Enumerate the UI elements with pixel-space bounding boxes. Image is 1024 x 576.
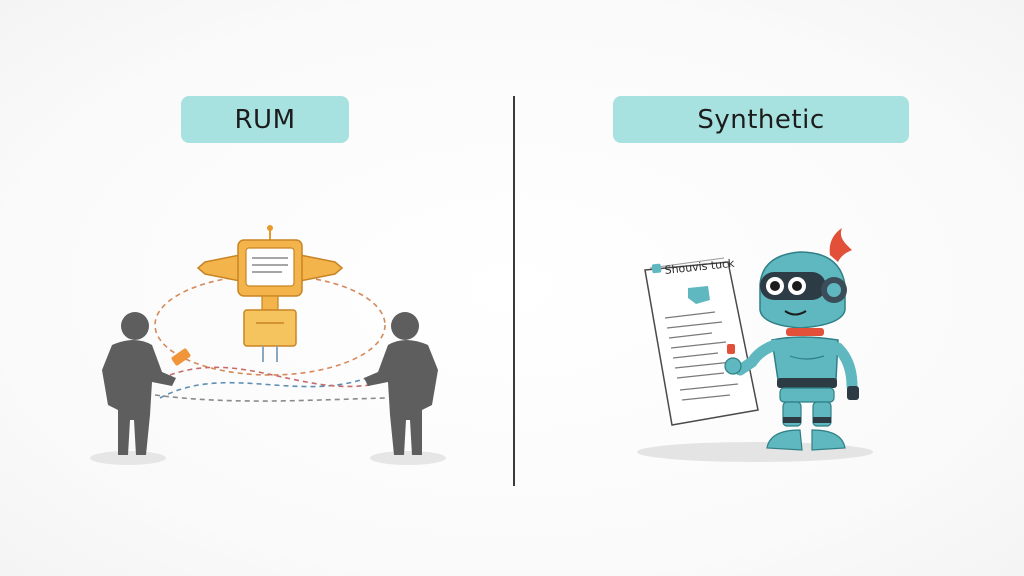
center-divider xyxy=(513,96,515,486)
right-person xyxy=(364,312,446,465)
monitoring-device xyxy=(196,225,344,362)
rum-label: RUM xyxy=(181,96,349,143)
script-document: Shouvis tuck xyxy=(644,257,759,426)
robot xyxy=(724,228,859,451)
connection-dashes xyxy=(154,274,386,402)
left-person xyxy=(90,312,191,465)
synthetic-label: Synthetic xyxy=(613,96,909,143)
